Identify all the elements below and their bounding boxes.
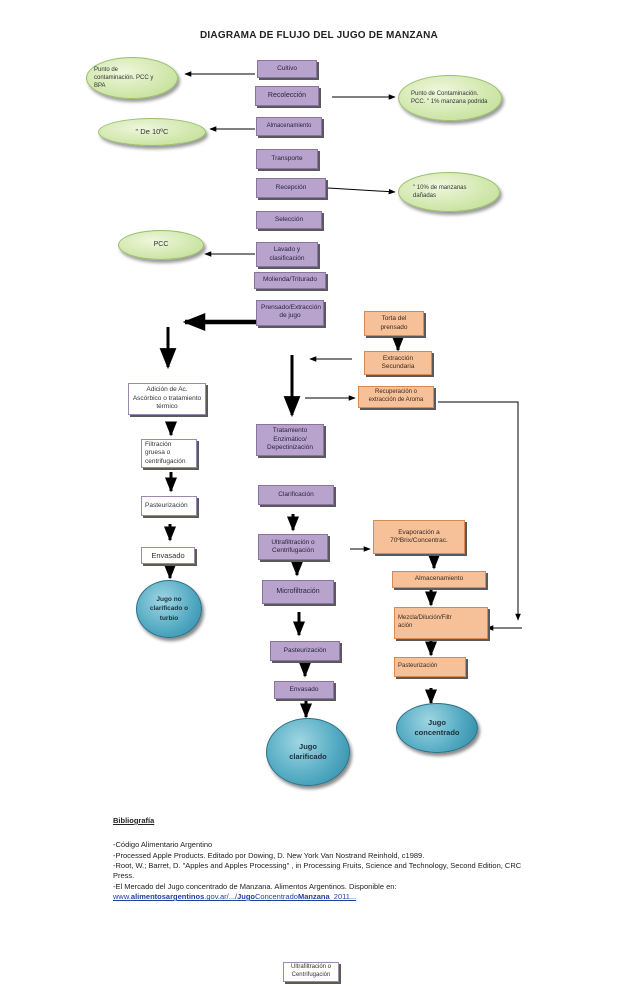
step-label: Molienda/Triturado xyxy=(263,276,317,284)
product-label: Jugo concentrado xyxy=(414,717,460,738)
step-microfiltracion: Microfiltración xyxy=(262,580,334,604)
note-text: " 10% de manzanas dañadas xyxy=(413,184,467,199)
product-label: Jugo no clarificado o turbio xyxy=(149,596,189,622)
note-manzanas-danadas: " 10% de manzanas dañadas xyxy=(398,172,500,212)
step-ultrafiltracion: Ultrafiltración o Centrifugación xyxy=(258,534,328,560)
step-recepcion: Recepción xyxy=(256,178,326,198)
step-label: Evaporación a 70ºBrix/Concentrac. xyxy=(390,528,448,544)
step-label: Ultrafiltración o Centrifugación xyxy=(271,538,315,554)
step-evaporacion: Evaporación a 70ºBrix/Concentrac. xyxy=(373,520,465,554)
step-label: Torta del prensado xyxy=(380,315,408,331)
note-temperatura: " De 10ºC xyxy=(98,118,206,146)
step-prensado: Prensado/Extracción de jugo xyxy=(256,300,324,326)
product-jugo-clarificado: Jugo clarificado xyxy=(266,718,350,786)
link-part: www. xyxy=(113,892,131,902)
step-label: Recolección xyxy=(267,92,307,100)
step-almacenamiento-concentrado: Almacenamiento xyxy=(392,571,486,588)
product-jugo-turbio: Jugo no clarificado o turbio xyxy=(136,580,202,638)
step-recoleccion: Recolección xyxy=(255,86,319,106)
product-jugo-concentrado: Jugo concentrado xyxy=(396,703,478,753)
step-label: Extracción Secundaria xyxy=(381,354,415,370)
step-label: Filtración gruesa o centrifugación xyxy=(145,440,186,465)
step-envasado: Envasado xyxy=(274,681,334,699)
step-torta-prensado: Torta del prensado xyxy=(364,311,424,336)
step-label: Envasado xyxy=(151,550,185,560)
step-label: Almacenamiento xyxy=(266,122,312,129)
bibliography-entry: -El Mercado del Jugo concentrado de Manz… xyxy=(113,881,397,891)
step-cultivo: Cultivo xyxy=(257,60,317,78)
step-almacenamiento: Almacenamiento xyxy=(256,117,322,136)
note-pcc: PCC xyxy=(118,230,204,260)
step-label: Mezcla/Dilución/Filtración xyxy=(398,615,452,629)
step-label: Microfiltración xyxy=(276,588,320,596)
link-part: Concentrado xyxy=(255,892,298,902)
note-contaminacion-cultivo: Punto de contaminación. PCC y BPA xyxy=(86,57,178,99)
step-label: Prensado/Extracción de jugo xyxy=(261,304,321,320)
step-label: Pasteurización xyxy=(283,646,327,654)
product-label: Jugo clarificado xyxy=(289,741,327,762)
step-lavado: Lavado y clasificación xyxy=(256,242,318,267)
step-pasteurizacion-concentrado: Pasteurización xyxy=(394,657,466,677)
step-label: Ultrafiltración o Centrifugación xyxy=(290,964,331,978)
step-label: Envasado xyxy=(289,685,319,693)
step-pasteurizacion: Pasteurización xyxy=(270,641,340,661)
step-label: Cultivo xyxy=(277,64,297,72)
step-seleccion: Selección xyxy=(256,211,322,229)
bibliography-link[interactable]: www.alimentosargentinos.gov.ar/.../JugoC… xyxy=(113,892,533,902)
bibliography-entry: -Processed Apple Products. Editado por D… xyxy=(113,850,425,860)
link-part: _2011... xyxy=(329,892,357,902)
step-pasteurizacion-turbio: Pasteurización xyxy=(141,496,197,516)
bibliography-entry: -Código Alimentario Argentino xyxy=(113,840,213,850)
step-label: Recepción xyxy=(275,183,307,191)
step-label: Selección xyxy=(274,215,304,223)
step-transporte: Transporte xyxy=(256,149,318,169)
footer-ultrafiltracion-box: Ultrafiltración o Centrifugación xyxy=(283,962,339,982)
step-molienda: Molienda/Triturado xyxy=(254,272,326,289)
note-text: Punto de contaminación. PCC y BPA xyxy=(94,66,154,90)
step-adicion-ascorbico: Adición de Ac. Ascórbico o tratamiento t… xyxy=(128,383,206,415)
bibliography-entry: -Root, W.; Barret, D. "Apples and Apples… xyxy=(113,861,522,881)
note-contaminacion-recoleccion: Punto de Contaminación. PCC. " 1% manzan… xyxy=(398,75,502,121)
arrow-aroma-to-mezcla xyxy=(438,401,521,621)
link-part: Manzana xyxy=(297,892,330,902)
link-part: .gov.ar/.../ xyxy=(204,892,238,902)
step-label: Almacenamiento xyxy=(414,575,464,583)
arrow-recepcion-note xyxy=(327,187,396,195)
bibliography: Bibliografía -Código Alimentario Argenti… xyxy=(113,816,533,902)
link-part: alimentosargentinos xyxy=(130,892,205,902)
note-text: Punto de Contaminación. PCC. " 1% manzan… xyxy=(411,90,488,105)
diagram-title: DIAGRAMA DE FLUJO DEL JUGO DE MANZANA xyxy=(200,30,438,41)
step-mezcla-dilucion: Mezcla/Dilución/Filtración xyxy=(394,607,488,639)
note-text: PCC xyxy=(153,241,169,249)
step-recuperacion-aroma: Recuperación o extracción de Aroma xyxy=(358,386,434,408)
step-extraccion-secundaria: Extracción Secundaria xyxy=(364,351,432,375)
note-text: " De 10ºC xyxy=(135,126,169,136)
bibliography-heading: Bibliografía xyxy=(113,816,155,825)
step-label: Pasteurización xyxy=(398,663,438,670)
step-tratamiento: Tratamiento Enzimático/ Depectinización xyxy=(256,424,324,456)
step-label: Recuperación o extracción de Aroma xyxy=(368,389,424,403)
step-filtracion-gruesa: Filtración gruesa o centrifugación xyxy=(141,439,197,468)
step-clarificacion: Clarificación xyxy=(258,485,334,505)
step-envasado-turbio: Envasado xyxy=(141,547,195,564)
step-label: Tratamiento Enzimático/ Depectinización xyxy=(267,427,313,452)
step-label: Clarificación xyxy=(278,490,314,498)
step-label: Pasteurización xyxy=(145,501,188,509)
step-label: Adición de Ac. Ascórbico o tratamiento t… xyxy=(132,386,202,411)
link-part: Jugo xyxy=(237,892,255,902)
step-label: Transporte xyxy=(271,154,303,162)
step-label: Lavado y clasificación xyxy=(269,246,305,262)
